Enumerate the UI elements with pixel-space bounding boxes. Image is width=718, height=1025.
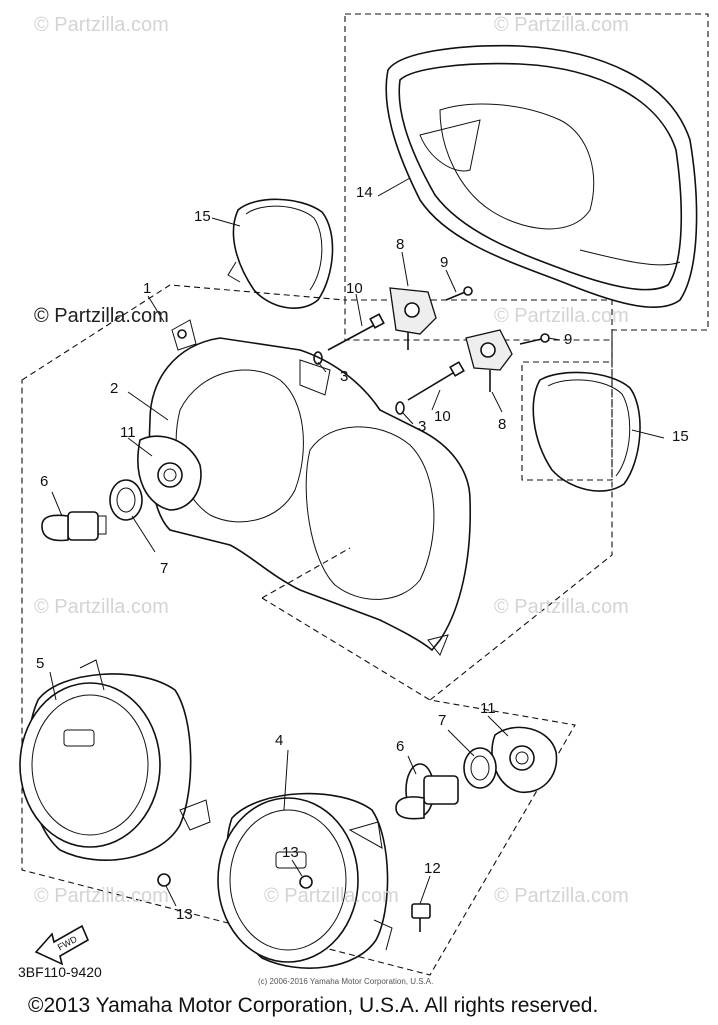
part-10-screw-upper (327, 313, 385, 351)
diagram-code: 3BF110-9420 (18, 964, 102, 980)
callout-10-lower: 10 (434, 408, 451, 425)
fwd-arrow: FWD (34, 924, 90, 966)
callout-15-right: 15 (672, 428, 689, 445)
callout-5: 5 (36, 655, 45, 672)
callout-7-left: 7 (160, 560, 169, 577)
part-15-ring-left (227, 198, 334, 309)
watermark-center-left: © Partzilla.com (34, 596, 169, 618)
callout-11-left: 11 (120, 424, 136, 441)
part-15-ring-right (532, 371, 641, 492)
callout-10-upper: 10 (346, 280, 363, 297)
watermark-bottom-center: © Partzilla.com (264, 885, 399, 907)
watermark-top-right: © Partzilla.com (494, 14, 629, 36)
footer-copyright: ©2013 Yamaha Motor Corporation, U.S.A. A… (28, 994, 599, 1017)
callout-12: 12 (424, 860, 441, 877)
part-9-bolt-upper (445, 286, 473, 301)
leader-lines (49, 177, 665, 907)
part-7-lamp-holder-right (463, 747, 497, 789)
callout-13-left: 13 (176, 906, 193, 923)
callout-4: 4 (275, 732, 284, 749)
part-6-bulb-right (395, 763, 459, 820)
part-6-bulb-left (41, 511, 107, 542)
callout-6-left: 6 (40, 473, 49, 490)
watermark-center-right: © Partzilla.com (494, 596, 629, 618)
part-3-oring-upper (313, 351, 323, 365)
callout-8-upper: 8 (396, 236, 405, 253)
part-14-headlight-cover (385, 44, 698, 308)
part-10-screw-lower (407, 361, 465, 401)
part-13-screw-right (299, 875, 313, 889)
watermark-mid-right: © Partzilla.com (494, 305, 629, 327)
part-4-headlight-right (217, 792, 393, 969)
callout-9-upper: 9 (440, 254, 449, 271)
callout-14: 14 (356, 184, 373, 201)
part-13-screw-left (157, 873, 171, 887)
dashed-boundary-cowling (344, 13, 709, 481)
watermark-top-left: © Partzilla.com (34, 14, 169, 36)
watermark-bottom-left: © Partzilla.com (34, 885, 169, 907)
part-8-bracket-lower (465, 329, 513, 392)
callout-1: 1 (143, 280, 152, 297)
part-9-bolt-lower (519, 333, 550, 345)
callout-13-right: 13 (282, 844, 299, 861)
callout-11-right: 11 (480, 700, 496, 717)
callout-6-right: 6 (396, 738, 405, 755)
part-11-socket-left (137, 435, 202, 511)
callout-9-lower: 9 (564, 331, 573, 348)
callout-7-right: 7 (438, 712, 447, 729)
callout-3-upper: 3 (340, 368, 349, 385)
callout-15-upper: 15 (194, 208, 211, 225)
dashed-boundary-inner (261, 597, 431, 701)
part-5-headlight-left (19, 659, 211, 861)
callout-2: 2 (110, 380, 119, 397)
watermark-mid-left: © Partzilla.com (34, 305, 169, 327)
callout-8-lower: 8 (498, 416, 507, 433)
watermark-bottom-right: © Partzilla.com (494, 885, 629, 907)
part-7-lamp-holder-left (109, 479, 143, 521)
part-12-bulb-socket (411, 903, 431, 932)
callout-3-lower: 3 (418, 418, 427, 435)
part-11-socket-right (491, 726, 558, 794)
part-3-oring-lower (395, 401, 405, 415)
small-copyright: (c) 2006-2016 Yamaha Motor Corporation, … (258, 977, 434, 986)
dashed-boundary-inner-2 (261, 547, 351, 599)
part-8-bracket-upper (389, 287, 437, 350)
